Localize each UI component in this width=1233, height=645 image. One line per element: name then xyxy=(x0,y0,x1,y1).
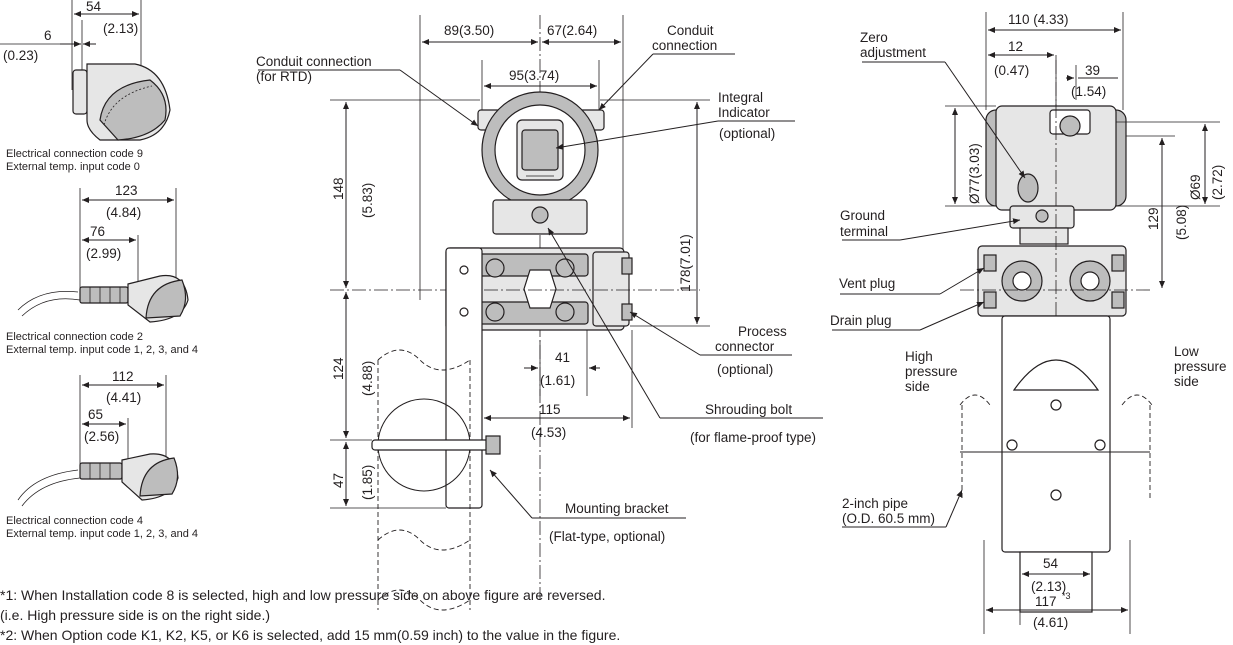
label-process-2: connector xyxy=(715,339,775,354)
dim-69: Ø69 xyxy=(1188,174,1203,200)
dim-54-in: (2.13) xyxy=(1031,579,1066,594)
dim-148-in: (5.83) xyxy=(360,183,375,218)
inset-view-code-4: 112 (4.41) 65 (2.56) Electrical connecti… xyxy=(6,369,198,540)
inset3-dim-a-in: (4.41) xyxy=(106,390,141,405)
dim-124-in: (4.88) xyxy=(360,361,375,396)
dim-12: 12 xyxy=(1008,39,1023,54)
label-process: Process xyxy=(738,324,787,339)
inset2-dim-a: 123 xyxy=(115,183,138,198)
label-shroud-sub: (for flame-proof type) xyxy=(690,430,816,445)
side-view: 110 (4.33) 12 (0.47) 39 (1.54) xyxy=(830,12,1227,634)
dim-117-sup: *3 xyxy=(1062,591,1071,601)
label-low: Low xyxy=(1174,344,1199,359)
dim-129-in: (5.08) xyxy=(1174,205,1189,240)
label-indicator-2: Indicator xyxy=(718,105,770,120)
label-conduit-rtd-sub: (for RTD) xyxy=(256,69,312,84)
inset3-dim-b-in: (2.56) xyxy=(84,429,119,444)
label-zero-2: adjustment xyxy=(860,45,926,60)
dim-117-in: (4.61) xyxy=(1033,615,1068,630)
inset1-dim-a: 54 xyxy=(86,0,102,14)
note-2: *2: When Option code K1, K2, K5, or K6 i… xyxy=(0,627,621,643)
inset2-dim-a-in: (4.84) xyxy=(106,205,141,220)
label-high-2: pressure xyxy=(905,364,958,379)
note-1b: (i.e. High pressure side is on the right… xyxy=(0,607,271,623)
inset1-dim-a-in: (2.13) xyxy=(103,21,138,36)
inset1-dim-b: 6 xyxy=(44,28,52,43)
label-vent-plug: Vent plug xyxy=(839,276,895,291)
label-bracket: Mounting bracket xyxy=(565,501,669,516)
label-drain-plug: Drain plug xyxy=(830,313,892,328)
label-bracket-sub: (Flat-type, optional) xyxy=(549,529,665,544)
dim-124: 124 xyxy=(331,357,346,380)
note-1: *1: When Installation code 8 is selected… xyxy=(0,587,606,603)
label-ground: Ground xyxy=(840,208,885,223)
inset1-dim-b-in: (0.23) xyxy=(3,48,38,63)
dim-69-in: (2.72) xyxy=(1210,165,1225,200)
label-conduit-sub: connection xyxy=(652,38,717,53)
label-ground-2: terminal xyxy=(840,224,888,239)
inset2-caption-2: External temp. input code 1, 2, 3, and 4 xyxy=(6,344,198,356)
dim-12-in: (0.47) xyxy=(994,63,1029,78)
inset3-caption-1: Electrical connection code 4 xyxy=(6,515,143,527)
dim-115: 115 xyxy=(539,402,561,417)
inset2-dim-b-in: (2.99) xyxy=(86,246,121,261)
dim-129: 129 xyxy=(1146,207,1161,230)
label-low-2: pressure xyxy=(1174,359,1227,374)
label-process-optional: (optional) xyxy=(717,362,773,377)
dim-41: 41 xyxy=(555,350,570,365)
dim-41-in: (1.61) xyxy=(540,373,575,388)
inset1-caption-2: External temp. input code 0 xyxy=(6,161,140,173)
dim-115-in: (4.53) xyxy=(531,425,566,440)
dim-89: 89(3.50) xyxy=(444,23,494,38)
dim-77: Ø77(3.03) xyxy=(967,143,982,204)
label-high-3: side xyxy=(905,379,930,394)
dim-95: 95(3.74) xyxy=(509,68,559,83)
dim-148: 148 xyxy=(331,177,346,200)
inset-view-code-9: 54 (2.13) 6 (0.23) Electrical connection… xyxy=(0,0,171,173)
inset1-caption-1: Electrical connection code 9 xyxy=(6,148,143,160)
dim-67: 67(2.64) xyxy=(547,23,597,38)
inset3-caption-2: External temp. input code 1, 2, 3, and 4 xyxy=(6,528,198,540)
label-conduit-rtd: Conduit connection xyxy=(256,54,372,69)
dim-110: 110 (4.33) xyxy=(1008,12,1069,27)
dim-47-in: (1.85) xyxy=(360,465,375,500)
dim-47: 47 xyxy=(331,473,346,488)
inset3-dim-b: 65 xyxy=(88,407,103,422)
dim-117: 117 xyxy=(1035,594,1057,609)
dim-178: 178(7.01) xyxy=(678,234,693,292)
inset2-caption-1: Electrical connection code 2 xyxy=(6,331,143,343)
label-pipe-2: (O.D. 60.5 mm) xyxy=(842,511,935,526)
dim-39-in: (1.54) xyxy=(1071,84,1106,99)
label-pipe: 2-inch pipe xyxy=(842,496,908,511)
label-low-3: side xyxy=(1174,374,1199,389)
label-indicator-optional: (optional) xyxy=(719,126,775,141)
label-conduit: Conduit xyxy=(667,23,714,38)
dim-39: 39 xyxy=(1085,63,1100,78)
inset2-dim-b: 76 xyxy=(90,224,105,239)
front-view: 89(3.50) 67(2.64) 95(3.74) xyxy=(256,15,823,611)
label-shroud: Shrouding bolt xyxy=(705,402,792,417)
inset3-dim-a: 112 xyxy=(112,369,134,384)
label-high: High xyxy=(905,349,933,364)
dim-54: 54 xyxy=(1043,556,1059,571)
label-indicator: Integral xyxy=(718,90,763,105)
label-zero: Zero xyxy=(860,30,888,45)
footnotes: *1: When Installation code 8 is selected… xyxy=(0,585,1000,645)
inset-view-code-2: 123 (4.84) 76 (2.99) Electrical connecti… xyxy=(6,183,198,356)
